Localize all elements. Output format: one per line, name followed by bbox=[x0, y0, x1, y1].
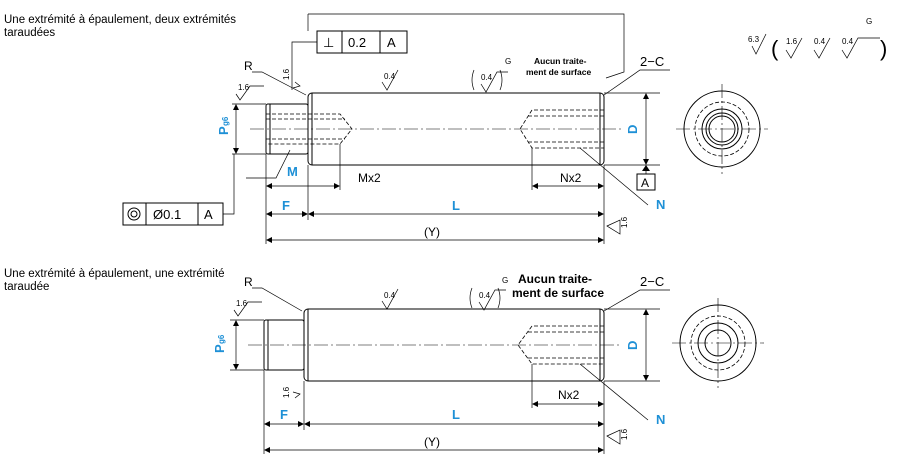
label-N: N bbox=[656, 197, 665, 212]
legend-ra-3: 0.4 bbox=[842, 37, 854, 46]
ra-body-2: 0.4 bbox=[384, 291, 396, 300]
perp-symbol: ⊥ bbox=[323, 35, 334, 50]
label-N-2: N bbox=[656, 412, 665, 427]
chamfer-leader-2 bbox=[603, 289, 670, 312]
dim-F-2: F bbox=[280, 407, 288, 422]
diagram-1: ⊥ 0.2 A Ø0.1 A R 1.6 1.6 0.4 bbox=[122, 13, 768, 244]
roughness-legend: 6.3 ( 1.6 0.4 0.4 G ) bbox=[748, 17, 887, 61]
no-treatment-line1: Aucun traite- bbox=[534, 56, 587, 66]
grind-G-2: G bbox=[502, 276, 508, 285]
ra-ground: 0.4 bbox=[481, 73, 493, 82]
end-view-2 bbox=[672, 298, 764, 388]
legend-ra-1: 1.6 bbox=[786, 37, 798, 46]
chamfer-label: 2−C bbox=[640, 54, 664, 69]
dim-P-tol: g6 bbox=[221, 116, 230, 126]
radius-label-2: R bbox=[244, 275, 253, 289]
radius-label: R bbox=[244, 59, 253, 73]
no-treatment-2-line1: Aucun traite- bbox=[518, 272, 592, 286]
conc-datum: A bbox=[204, 207, 213, 222]
caption-single-tapped: Une extrémité à épaulement, une extrémit… bbox=[4, 268, 225, 293]
dim-Y: (Y) bbox=[424, 225, 440, 239]
dim-D: D bbox=[625, 125, 640, 134]
perp-datum: A bbox=[387, 35, 396, 50]
tapped-hole-N-2 bbox=[517, 325, 604, 365]
dim-P-tol-2: g6 bbox=[217, 334, 226, 344]
dim-Nx2: Nx2 bbox=[560, 171, 582, 185]
dim-P: P bbox=[216, 126, 231, 135]
legend-ra-symbol bbox=[813, 37, 831, 59]
legend-ra-main: 6.3 bbox=[748, 35, 760, 44]
ra-end-face: 1.6 bbox=[620, 216, 629, 228]
ra-shoulder-face: 1.6 bbox=[282, 68, 291, 80]
radius-leader-2 bbox=[252, 287, 303, 312]
chamfer-label-2: 2−C bbox=[640, 274, 664, 289]
conc-tolerance: Ø0.1 bbox=[153, 207, 181, 222]
concentricity-frame: Ø0.1 A bbox=[122, 154, 235, 226]
legend-paren-open: ( bbox=[771, 36, 779, 61]
tapped-hole-N bbox=[519, 109, 604, 149]
dim-L: L bbox=[452, 198, 460, 213]
no-treatment-line2: ment de surface bbox=[526, 67, 591, 77]
legend-ra-symbol bbox=[841, 37, 880, 59]
dim-Y-2: (Y) bbox=[424, 435, 440, 449]
dim-P-2: P bbox=[212, 344, 227, 353]
dim-Mx2: Mx2 bbox=[358, 171, 381, 185]
end-view-1 bbox=[676, 84, 768, 174]
grind-G: G bbox=[505, 57, 511, 66]
ra-shoulder-face-2: 1.6 bbox=[282, 386, 291, 398]
radius-leader bbox=[252, 71, 307, 96]
legend-ra-symbol bbox=[785, 37, 803, 59]
diagram-2: R 1.6 0.4 0.4 G Aucun traite- ment de su… bbox=[212, 272, 764, 454]
ra-pin-2: 1.6 bbox=[236, 299, 248, 308]
dim-F: F bbox=[282, 198, 290, 213]
ra-pin: 1.6 bbox=[238, 83, 250, 92]
dim-L-2: L bbox=[452, 407, 460, 422]
legend-ra-symbol bbox=[751, 33, 767, 55]
perp-tolerance: 0.2 bbox=[348, 35, 366, 50]
dim-D-2: D bbox=[625, 341, 640, 350]
dim-Nx2-2: Nx2 bbox=[558, 388, 580, 402]
ra-ground-2: 0.4 bbox=[479, 291, 491, 300]
no-treatment-2-line2: ment de surface bbox=[512, 286, 604, 300]
caption-double-tapped: Une extrémité à épaulement, deux extrémi… bbox=[4, 14, 237, 39]
ra-end-face-2: 1.6 bbox=[620, 428, 629, 440]
legend-ra-2: 0.4 bbox=[814, 37, 826, 46]
perpendicularity-frame: ⊥ 0.2 A bbox=[291, 13, 625, 90]
legend-grind-G: G bbox=[866, 17, 872, 26]
ra-body: 0.4 bbox=[384, 72, 396, 81]
chamfer-leader bbox=[603, 69, 670, 96]
tapped-hole-M bbox=[266, 113, 353, 145]
datum-A: A bbox=[641, 176, 649, 190]
legend-paren-close: ) bbox=[880, 36, 887, 61]
label-M: M bbox=[287, 164, 298, 179]
